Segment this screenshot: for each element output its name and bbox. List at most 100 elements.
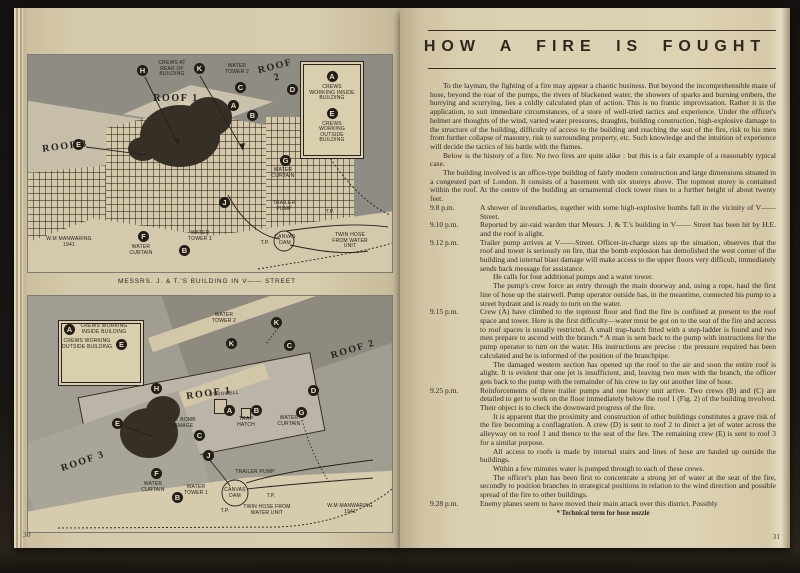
title-rule-top [428, 30, 776, 31]
crew-marker-k: K [194, 63, 205, 74]
smoke-blob [128, 137, 158, 161]
fig1-legend: A CREWS WORKING INSIDE BUILDING E CREWS … [300, 61, 364, 159]
timeline-text: All access to roofs is made by internal … [480, 446, 776, 465]
crews-at-rear-label: CREWS AT REAR OF BUILDING [158, 60, 186, 77]
canvas-dam-label: CANVAS DAM [274, 234, 296, 246]
crew-marker-c2: C [194, 430, 205, 441]
legend-inside-label: CREWS WORKING INSIDE BUILDING [80, 323, 128, 335]
timeline-text: The damaged western section has opened u… [480, 359, 776, 386]
timeline-entry: 9.15 p.m. Crew (A) have climbed to the t… [430, 307, 776, 386]
title-rule-bottom [428, 68, 776, 69]
timeline-time: 9.12 p.m. [430, 237, 459, 247]
legend-outside-label: CREWS WORKING OUTSIDE BUILDING [319, 120, 345, 143]
crew-marker-b: B [247, 110, 258, 121]
timeline-text: The officer's plan has been first to con… [480, 472, 776, 500]
crew-marker-k2: K [226, 338, 237, 349]
tp-label: T.P. [325, 209, 335, 215]
canvas-dam-label: CANVAS DAM [224, 487, 246, 499]
intro-paragraph: To the layman, the fighting of a fire ma… [430, 81, 776, 151]
crew-marker-d: D [287, 84, 298, 95]
timeline-text: Reinforcements of three trailer pumps an… [480, 385, 776, 413]
crew-marker-b2: B [179, 245, 190, 256]
water-tower-1-label: WATER TOWER 1 [183, 484, 209, 496]
timeline-entry: 9.28 p.m. Enemy planes seem to have move… [430, 498, 776, 509]
timeline-entry: 9.25 p.m. Reinforcements of three traile… [430, 385, 776, 500]
trailer-pump-label: TRAILER PUMP [272, 200, 296, 212]
crew-marker-c: C [284, 340, 295, 351]
crew-marker-f: F [151, 468, 162, 479]
timeline-time: 9.25 p.m. [430, 385, 459, 395]
artist-signature: W.M MANWARING 1941 [46, 236, 92, 248]
timeline-entry: 9.10 p.m. Reported by air-raid warden th… [430, 220, 776, 238]
fig2-legend: A CREWS WORKING INSIDE BUILDING CREWS WO… [58, 320, 144, 386]
tp-label: T.P. [220, 508, 230, 514]
timeline-entry: 9.12 p.m. Trailer pump arrives at V——Str… [430, 237, 776, 309]
legend-marker-a: A [64, 324, 75, 335]
intro-paragraph: Below is the history of a fire. No two f… [430, 150, 776, 169]
fig1-linework [85, 75, 392, 270]
crew-marker-j: J [219, 197, 230, 208]
water-curtain-label: WATER CURTAIN [277, 415, 301, 427]
intro-paragraph: The building involved is an office-type … [430, 168, 776, 204]
tp-label: T.P. [260, 240, 270, 246]
legend-marker-e: E [116, 339, 127, 350]
water-curtain-label: WATER CURTAIN [141, 481, 165, 493]
smoke-blob [146, 396, 180, 426]
timeline-time: 9.15 p.m. [430, 307, 459, 317]
timeline-text: A shower of incendiaries, together with … [480, 202, 776, 221]
water-curtain-label: WATER CURTAIN [271, 167, 295, 179]
timeline-text: He calls for four additional pumps and a… [493, 272, 653, 282]
crew-marker-c: C [235, 82, 246, 93]
legend-outside-label: CREWS WORKING OUTSIDE BUILDING [61, 338, 113, 350]
crew-marker-g: G [280, 155, 291, 166]
crew-marker-h: H [137, 65, 148, 76]
timeline-time: 9.28 p.m. [430, 498, 459, 508]
fig2-linework [57, 327, 392, 529]
trap-hatch-label: TRAP HATCH [237, 416, 255, 428]
legend-marker-a: A [326, 71, 338, 82]
fig1-building-perspective-diagram: H K CREWS AT REAR OF BUILDING WATER TOWE… [27, 54, 393, 273]
crew-marker-b2: B [172, 492, 183, 503]
timeline-time: 9.10 p.m. [430, 220, 459, 230]
timeline-text: The pump's crew force an entry through t… [480, 281, 776, 308]
footnote: * Technical term for hose nozzle [556, 510, 650, 518]
he-bomb-damage-label: H.E. BOMB DAMAGE [168, 417, 196, 429]
timeline-text: Crew (A) have climbed to the topmost flo… [480, 307, 776, 360]
crew-marker-b: B [251, 405, 262, 416]
trap-hatch-structure [241, 408, 251, 418]
water-curtain-label: WATER CURTAIN [129, 244, 153, 256]
legend-inside-label: CREWS WORKING INSIDE BUILDING [309, 84, 355, 101]
timeline-text: It is apparent that the proximity and co… [480, 411, 776, 447]
artist-signature: W.M MANWARING 1941 [327, 503, 373, 515]
crew-marker-d: D [308, 385, 319, 396]
timeline-time: 9.8 p.m. [430, 202, 455, 212]
roof-1-label: ROOF 1 [153, 93, 199, 104]
right-page-number: 31 [772, 532, 781, 541]
tp-label: T.P. [266, 493, 276, 499]
twin-hose-label: TWIN HOSE FROM WATER UNIT [243, 504, 291, 516]
intro-paragraphs: To the layman, the fighting of a fire ma… [430, 81, 776, 204]
crew-marker-f: F [138, 231, 149, 242]
trailer-pump-label: TRAILER PUMP [235, 469, 275, 475]
left-page-number: 30 [23, 530, 31, 539]
water-tower-2-label: WATER TOWER 2 [224, 63, 250, 75]
crew-marker-k: K [271, 317, 282, 328]
crew-marker-e: E [112, 418, 123, 429]
timeline-text: Enemy planes seem to have moved their ma… [480, 498, 718, 508]
fig1-caption: MESSRS. J. & T.'S BUILDING IN V—— STREET [118, 278, 296, 285]
crew-marker-a: A [228, 100, 239, 111]
timeline-entry: 9.8 p.m. A shower of incendiaries, toget… [430, 202, 776, 221]
twin-hose-label: TWIN HOSE FROM WATER UNIT [332, 232, 368, 249]
water-tower-1-label: WATER TOWER 1 [187, 230, 213, 242]
page-title: HOW A FIRE IS FOUGHT [423, 38, 767, 55]
crew-marker-h: H [151, 383, 162, 394]
water-tower-2-label: WATER TOWER 2 [211, 312, 237, 324]
fig2-roof-plan-diagram: A CREWS WORKING INSIDE BUILDING CREWS WO… [27, 295, 393, 533]
crew-marker-j: J [203, 450, 214, 461]
timeline-text: Trailer pump arrives at V——Street. Offic… [480, 237, 776, 273]
body-text: To the layman, the fighting of a fire ma… [430, 81, 776, 519]
crew-marker-g: G [296, 407, 307, 418]
timeline-text: Reported by air-raid warden that Messrs.… [480, 220, 776, 238]
crew-marker-a: A [224, 405, 235, 416]
